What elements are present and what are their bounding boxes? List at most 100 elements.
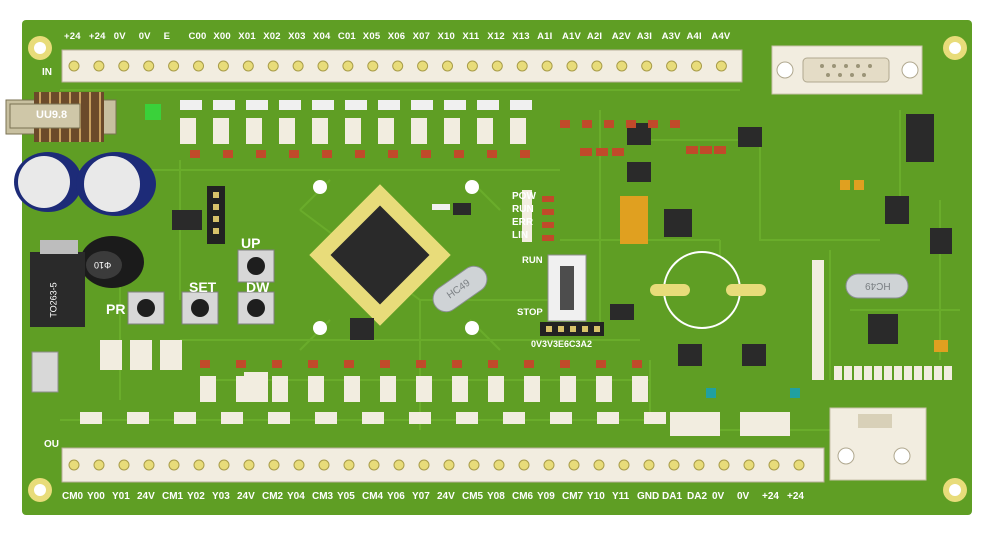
top-terminal-label: X02 [263, 31, 281, 42]
smd-part [160, 340, 182, 370]
bottom-terminal-pin [443, 459, 455, 471]
bottom-terminal-pin [668, 459, 680, 471]
top-terminal-pin [143, 60, 155, 72]
inductor [5, 92, 117, 142]
electrolytic-capacitors [14, 152, 156, 216]
button-set[interactable] [181, 291, 219, 325]
regulator-label: TO263-5 [48, 282, 59, 318]
smd-part [244, 372, 268, 402]
bottom-terminal-pin [693, 459, 705, 471]
smd-part [840, 180, 850, 190]
bottom-terminal-pin [268, 459, 280, 471]
bottom-terminal-pin [393, 459, 405, 471]
smd-part [411, 100, 433, 110]
bottom-terminal-label: +24 [787, 491, 804, 502]
smd-part [854, 366, 862, 380]
top-terminal-pin [68, 60, 80, 72]
smd-part [596, 360, 606, 368]
tactile-buttons [127, 249, 275, 325]
smd-part [268, 412, 290, 424]
smd-part [452, 376, 468, 402]
bottom-terminal-pin [793, 459, 805, 471]
smd-part [914, 366, 922, 380]
smd-part [100, 340, 122, 370]
top-terminal-label: X13 [512, 31, 530, 42]
button-pr-label: PR [106, 301, 126, 317]
smd-part [477, 100, 499, 110]
smd-part [632, 376, 648, 402]
bottom-terminal-label: CM2 [262, 491, 284, 502]
smd-part [790, 388, 800, 398]
bottom-terminal-label: CM7 [562, 491, 584, 502]
smd-part [312, 100, 334, 110]
smd-part [180, 118, 196, 144]
smd-part [200, 360, 210, 368]
smd-part [834, 366, 842, 380]
bottom-terminal-label: GND [637, 491, 660, 502]
smd-part [444, 100, 466, 110]
smd-part [200, 376, 216, 402]
bottom-terminal-label: 24V [437, 491, 455, 502]
smd-part [344, 376, 360, 402]
smd-part [854, 180, 864, 190]
button-pr[interactable] [127, 291, 165, 325]
smd-part [524, 376, 540, 402]
smd-part [934, 340, 948, 352]
top-terminal-label: X07 [412, 31, 431, 42]
smd-part [456, 412, 478, 424]
smd-part [432, 204, 450, 210]
smd-part [409, 412, 431, 424]
smd-part [246, 118, 262, 144]
bottom-terminal-label: Y02 [187, 491, 205, 502]
smd-part [520, 150, 530, 158]
smd-part [670, 120, 680, 128]
smd-part [670, 412, 720, 436]
smd-part [626, 120, 636, 128]
bottom-terminal-pin [368, 459, 380, 471]
top-terminal-pin [466, 60, 478, 72]
bottom-terminal-label: 24V [237, 491, 255, 502]
top-terminal-pin [516, 60, 528, 72]
smd-part [221, 412, 243, 424]
smd-part [256, 150, 266, 158]
top-terminal-label: A4I [686, 31, 702, 42]
smd-components [80, 100, 952, 436]
pin-header-bottom [540, 322, 604, 336]
button-up[interactable] [237, 249, 275, 283]
top-terminal-label: X00 [213, 31, 231, 42]
top-terminal-pin [442, 60, 453, 72]
bottom-terminal-pin [218, 459, 230, 471]
switch-stop-label: STOP [517, 307, 543, 318]
smd-part [289, 150, 299, 158]
bottom-terminal-pin [718, 459, 730, 471]
button-dw[interactable] [237, 291, 275, 325]
bottom-terminal-label: CM5 [462, 491, 484, 502]
top-terminal-label: A3I [636, 31, 653, 42]
bottom-terminal-label: CM0 [62, 491, 84, 502]
bottom-terminal-label: DA1 [662, 491, 683, 502]
bottom-terminal-pin [743, 459, 755, 471]
smd-part [380, 376, 396, 402]
smd-part [644, 412, 666, 424]
smd-part [246, 100, 268, 110]
bottom-terminal-label: 24V [137, 491, 155, 502]
dc-jack [80, 236, 144, 288]
top-terminal-label: X01 [238, 31, 256, 42]
smd-part [612, 148, 624, 156]
bottom-terminal-label: Y06 [387, 491, 405, 502]
top-terminal-label: C01 [337, 31, 356, 42]
rj45-connector [829, 407, 927, 481]
bottom-terminal-label: Y05 [337, 491, 355, 502]
bottom-terminal-pin [318, 459, 330, 471]
smd-part [582, 120, 592, 128]
top-terminal-pin [118, 60, 130, 72]
top-terminal-label: X05 [362, 31, 381, 42]
smd-part [421, 150, 431, 158]
crystal-right-label: HC49 [865, 280, 891, 291]
bottom-terminal-label: CM3 [312, 491, 334, 502]
bottom-terminal-label: DA2 [687, 491, 708, 502]
smd-part [894, 366, 902, 380]
top-terminal-pin [392, 60, 404, 72]
top-terminal-label: X11 [462, 31, 480, 42]
